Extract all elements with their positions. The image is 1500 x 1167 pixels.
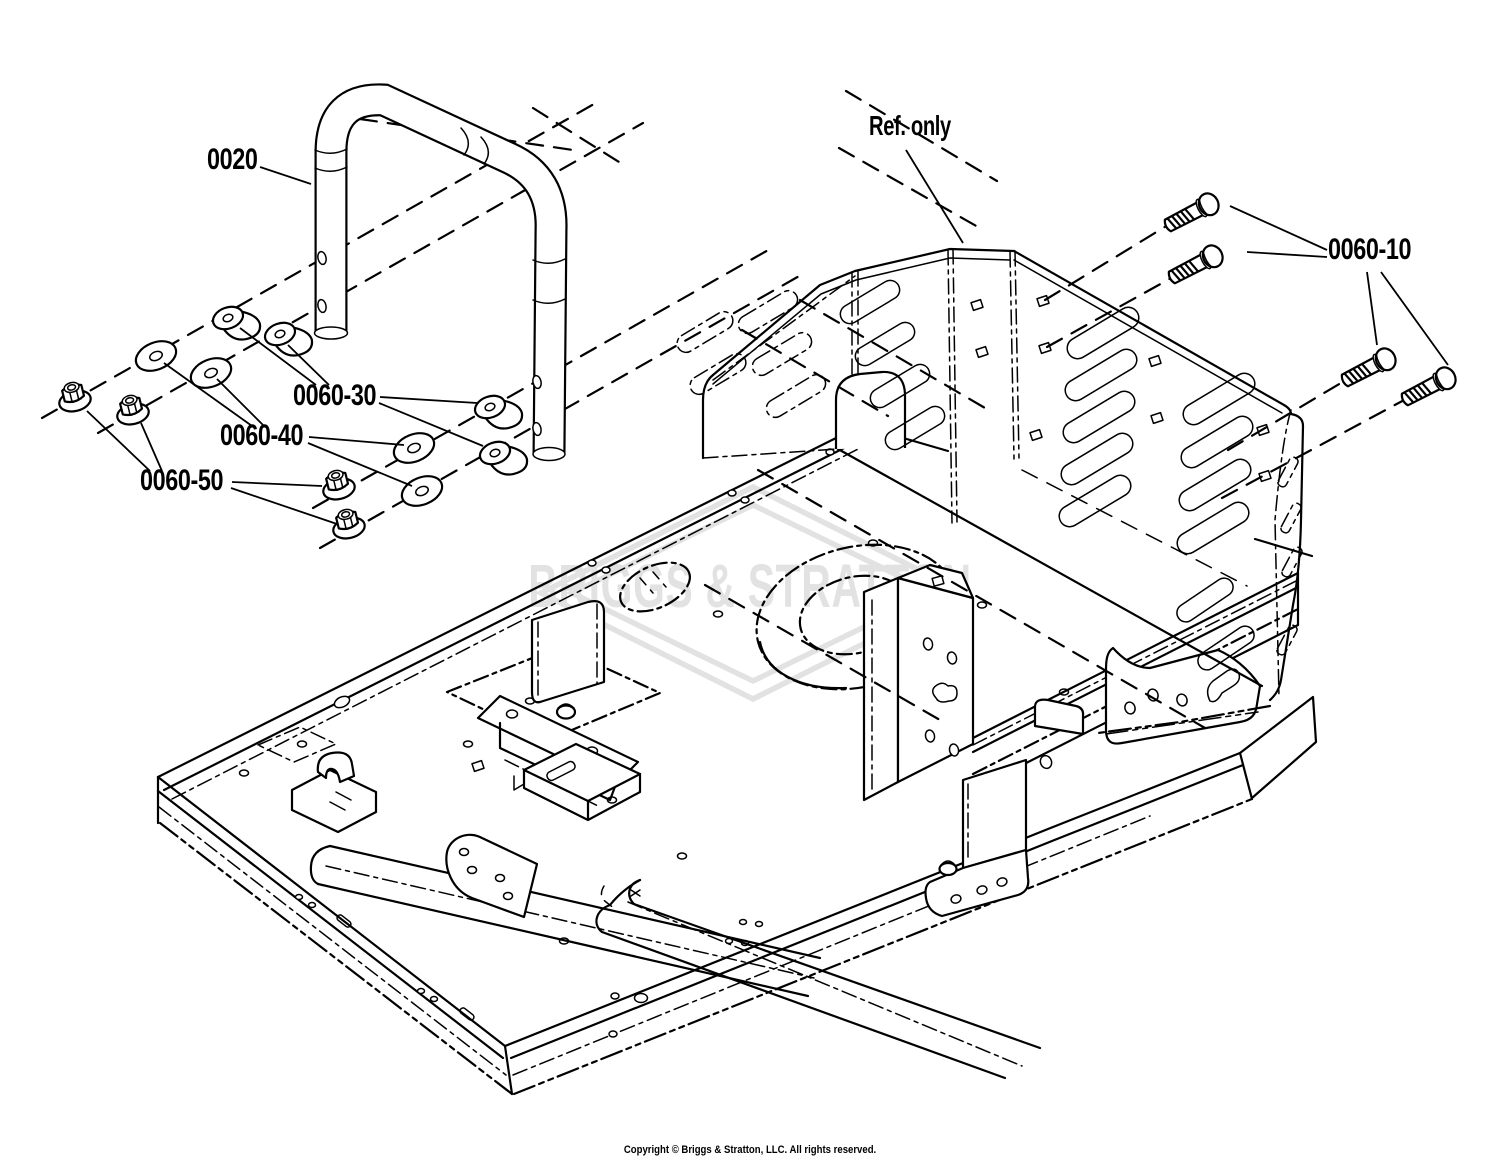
deck-cutout — [595, 878, 1042, 1080]
part-label-0060-10: 0060-10 — [1328, 233, 1412, 266]
caster-bracket — [924, 758, 1030, 918]
carriage-bolts — [1043, 188, 1461, 500]
rear-small-plate — [257, 726, 337, 763]
leader-lines — [86, 149, 1449, 525]
cup-washer — [475, 432, 532, 485]
carriage-bolt — [1159, 188, 1224, 238]
carriage-bolt — [1163, 240, 1228, 290]
carriage-bolt — [1336, 343, 1401, 393]
hat-bracket — [290, 751, 378, 834]
ref-only-label: Ref. only — [869, 110, 951, 141]
box-boss-bracket — [513, 742, 642, 822]
deck-oval-slot — [619, 561, 691, 613]
carriage-bolt — [1396, 362, 1461, 412]
flat-washer — [396, 469, 448, 513]
roll-bar — [313, 83, 568, 462]
flat-washer — [388, 426, 440, 470]
chassis-frame — [156, 424, 1318, 1096]
flange-nut — [111, 390, 153, 429]
flange-nut — [317, 465, 359, 504]
part-label-0060-30: 0060-30 — [293, 379, 377, 412]
upright-post-bracket — [862, 563, 975, 802]
panel-slots-right — [1058, 306, 1256, 671]
flange-nut — [53, 377, 95, 416]
cup-washer — [470, 386, 527, 439]
cup-washer — [260, 313, 317, 366]
part-label-0060-40: 0060-40 — [220, 419, 304, 452]
upright-plate-bracket — [530, 600, 606, 720]
panel-square-holes — [970, 294, 1272, 483]
part-label-0020: 0020 — [207, 143, 258, 176]
copyright-line: Copyright © Briggs & Stratton, LLC. All … — [623, 1144, 877, 1156]
guard-panel — [676, 247, 1305, 735]
part-label-0060-50: 0060-50 — [140, 464, 224, 497]
support-bracket — [445, 833, 539, 919]
